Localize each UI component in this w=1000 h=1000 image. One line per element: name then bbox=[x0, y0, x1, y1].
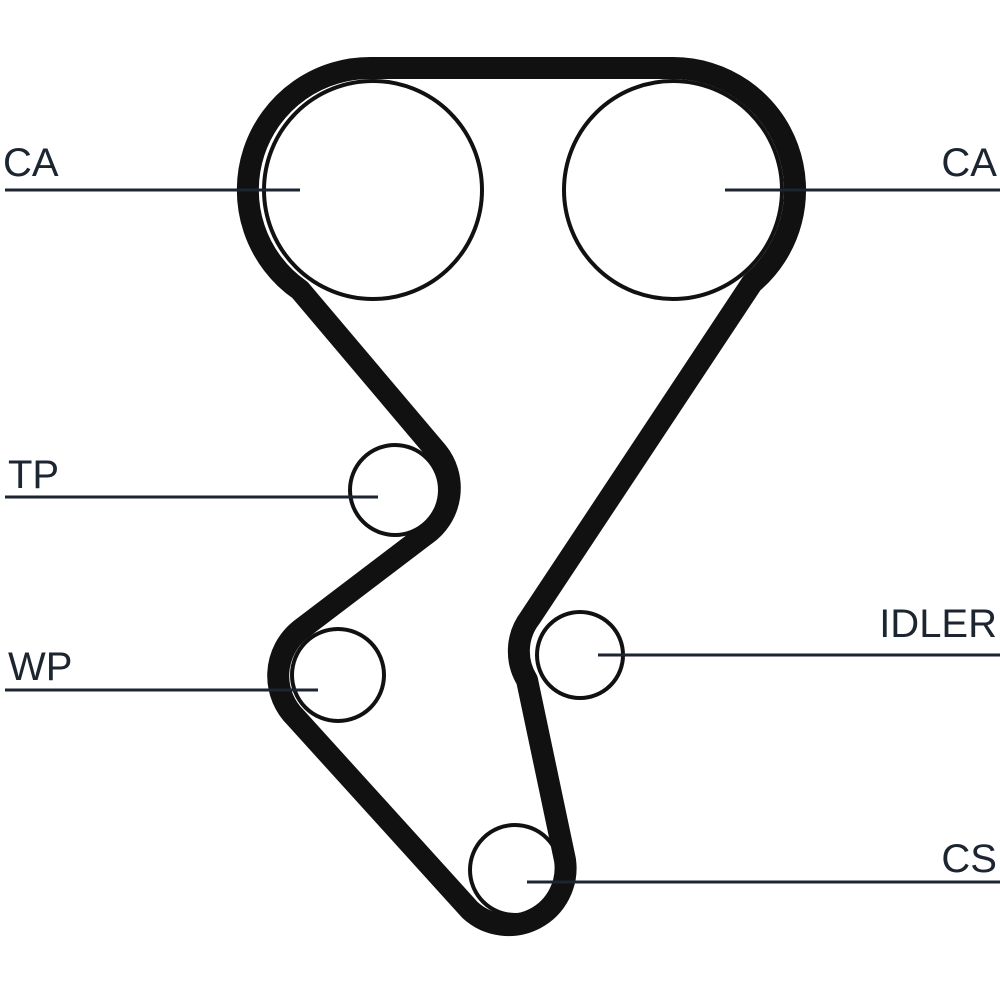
crankshaft-label: CS bbox=[941, 837, 997, 881]
tensioner-label: TP bbox=[8, 453, 59, 497]
tensioner-pulley bbox=[348, 443, 442, 537]
camshaft-left-label: CA bbox=[3, 141, 59, 185]
camshaft-right-label: CA bbox=[941, 141, 997, 185]
water-pump-pulley bbox=[290, 627, 386, 723]
crankshaft-pulley bbox=[468, 823, 562, 917]
timing-belt bbox=[236, 56, 807, 937]
idler-label: IDLER bbox=[879, 602, 997, 646]
water-pump-label: WP bbox=[8, 645, 72, 689]
